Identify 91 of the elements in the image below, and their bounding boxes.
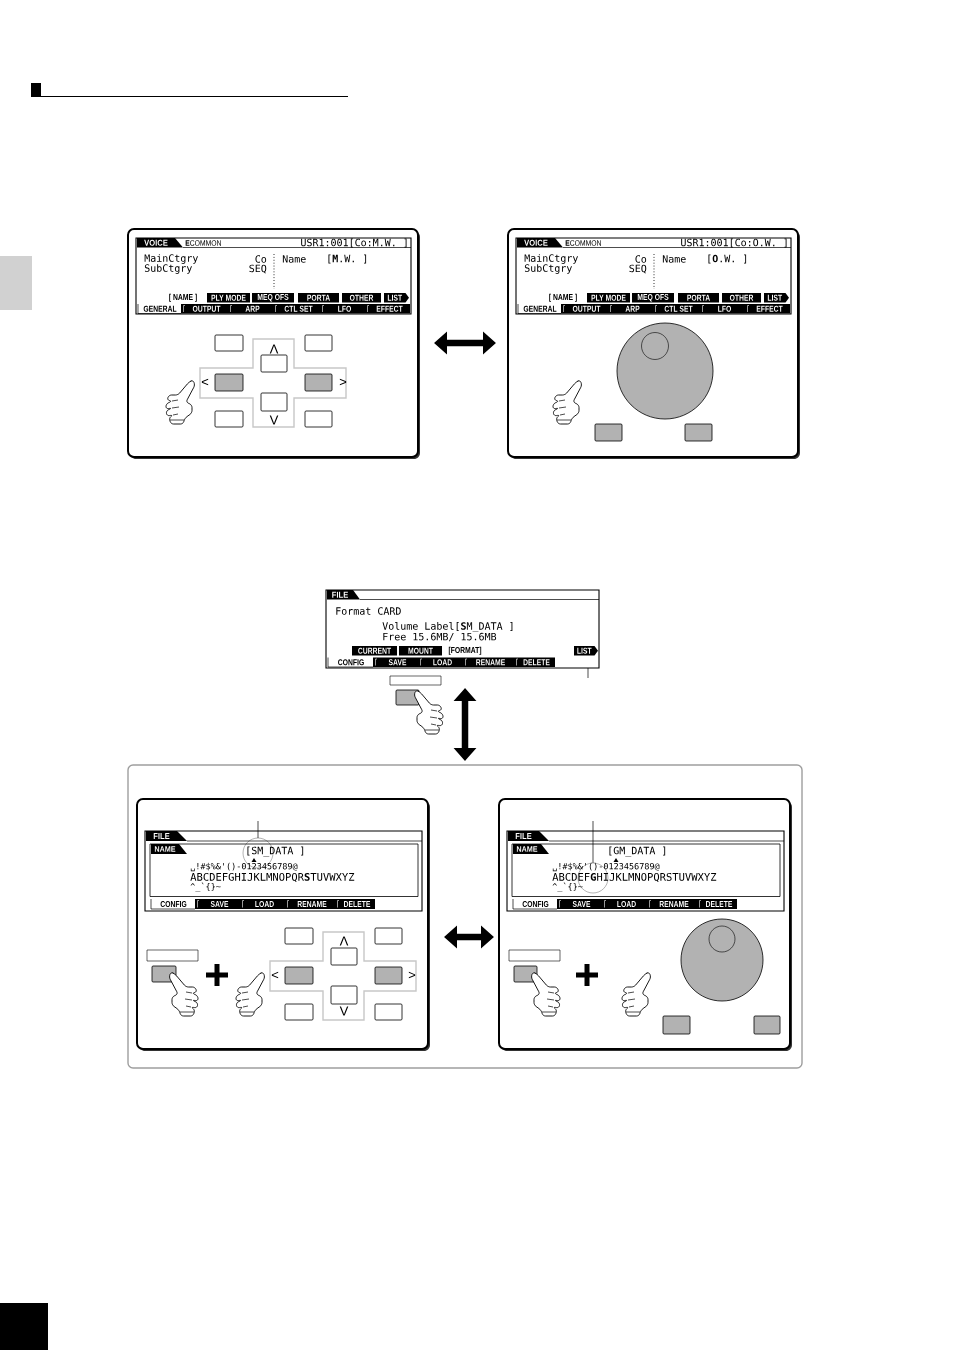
- menu-tab: CTL SET: [273, 304, 320, 314]
- menu-tab: PLY MODE: [207, 293, 250, 303]
- menu-tab: MEQ OFS: [632, 293, 674, 303]
- menu-tab: OTHER: [342, 293, 381, 303]
- display-text: USR1:001[Co:M.W. ]: [301, 238, 407, 248]
- display-text: Free 15.6MB/ 15.6MB: [383, 632, 497, 642]
- display-text: SEQ: [629, 264, 647, 274]
- display-text: ECOMMON: [565, 240, 601, 246]
- arrow-symbol: >: [408, 971, 416, 979]
- menu-tab: LFO: [320, 304, 365, 314]
- menu-tab: MOUNT: [399, 646, 442, 656]
- double-arrow: [444, 925, 494, 949]
- double-arrow: [434, 331, 496, 355]
- menu-tab: GENERAL: [517, 303, 562, 314]
- display-text: [SM_DATA ]: [247, 846, 304, 857]
- title-tab: VOICE: [517, 238, 563, 248]
- leader-line: [592, 820, 594, 864]
- menu-tab: GENERAL: [137, 303, 182, 314]
- display-text: Volume Label[SM_DATA ]: [382, 622, 513, 632]
- menu-tab: PORTA: [678, 293, 719, 303]
- arrow-symbol: Λ: [269, 344, 279, 354]
- arrow-symbol: <: [201, 378, 209, 386]
- menu-tab: OTHER: [722, 293, 761, 303]
- menu-tab: CONFIG: [150, 898, 196, 910]
- menu-tab: PORTA: [298, 293, 339, 303]
- arrow-symbol: >: [339, 378, 347, 386]
- menu-tab: CONFIG: [512, 898, 558, 910]
- display-text: MainCtgry: [524, 254, 578, 264]
- menu-tab: LIST: [574, 646, 598, 656]
- menu-tab: LIST: [764, 293, 789, 303]
- menu-tab: OUTPUT: [181, 304, 228, 314]
- menu-tab: CTL SET: [653, 304, 700, 314]
- menu-text: [ NAME ]: [169, 293, 197, 302]
- menu-tab: LOAD: [602, 899, 647, 909]
- display-text: ␣!#$%&'()-0123456789@: [552, 862, 660, 872]
- double-arrow: [453, 688, 477, 761]
- display-text: MainCtgry: [144, 254, 198, 264]
- leader-line: [257, 820, 259, 839]
- display-text: ^_`{}~: [552, 882, 583, 892]
- display-text: ␣!#$%&'()-0123456789@: [190, 862, 298, 872]
- display-text: [GM_DATA ]: [609, 846, 666, 857]
- menu-tab: CURRENT: [352, 646, 397, 656]
- menu-tab: ARP: [608, 304, 653, 314]
- menu-tab: LOAD: [418, 657, 463, 667]
- menu-tab: RENAME: [285, 899, 335, 909]
- title-tab: NAME: [513, 844, 549, 854]
- display-text: ABCDEFGHIJKLMNOPQRSTUVWXYZ: [190, 872, 355, 883]
- title-tab: NAME: [151, 844, 187, 854]
- menu-tab: SAVE: [373, 657, 418, 667]
- menu-tab: CONFIG: [327, 657, 374, 668]
- menu-text: [ NAME ]: [549, 293, 577, 302]
- display-text: USR1:001[Co:O.W. ]: [681, 238, 787, 248]
- title-tab: FILE: [327, 590, 360, 600]
- leader-line: [587, 667, 589, 679]
- menu-text: [FORMAT]: [448, 646, 482, 655]
- menu-tab: RENAME: [463, 657, 514, 667]
- menu-tab: DELETE: [514, 657, 555, 667]
- display-text: Co: [255, 255, 267, 263]
- menu-tab: MEQ OFS: [252, 293, 294, 303]
- display-text: SubCtgry: [524, 264, 572, 274]
- menu-tab: LIST: [384, 293, 409, 303]
- arrow-symbol: <: [271, 971, 279, 979]
- arrow-symbol: V: [339, 1006, 349, 1016]
- menu-tab: OUTPUT: [561, 304, 608, 314]
- display-text: Co: [635, 255, 647, 263]
- menu-tab: SAVE: [557, 899, 602, 909]
- title-tab: VOICE: [137, 238, 183, 248]
- title-tab: FILE: [508, 831, 549, 841]
- menu-tab: SAVE: [195, 899, 240, 909]
- menu-tab: DELETE: [335, 899, 375, 909]
- display-text: ECOMMON: [185, 240, 221, 246]
- display-text: ABCDEFGHIJKLMNOPQRSTUVWXYZ: [552, 872, 717, 883]
- menu-tab: RENAME: [647, 899, 697, 909]
- display-text: Name: [282, 255, 306, 263]
- display-text: Name: [662, 255, 686, 263]
- menu-tab: LOAD: [240, 899, 285, 909]
- display-text: [M.W. ]: [328, 254, 367, 264]
- menu-tab: ARP: [228, 304, 273, 314]
- menu-tab: EFFECT: [365, 304, 410, 314]
- menu-tab: LFO: [700, 304, 745, 314]
- display-text: [O.W. ]: [708, 254, 747, 264]
- arrow-symbol: V: [269, 415, 279, 425]
- display-text: SEQ: [249, 264, 267, 274]
- display-text: ^_`{}~: [190, 882, 221, 892]
- display-text: SubCtgry: [144, 264, 192, 274]
- arrow-symbol: Λ: [339, 936, 349, 946]
- menu-tab: EFFECT: [745, 304, 790, 314]
- display-text: Format CARD: [336, 607, 401, 615]
- title-tab: FILE: [146, 831, 187, 841]
- menu-tab: DELETE: [697, 899, 737, 909]
- menu-tab: PLY MODE: [587, 293, 630, 303]
